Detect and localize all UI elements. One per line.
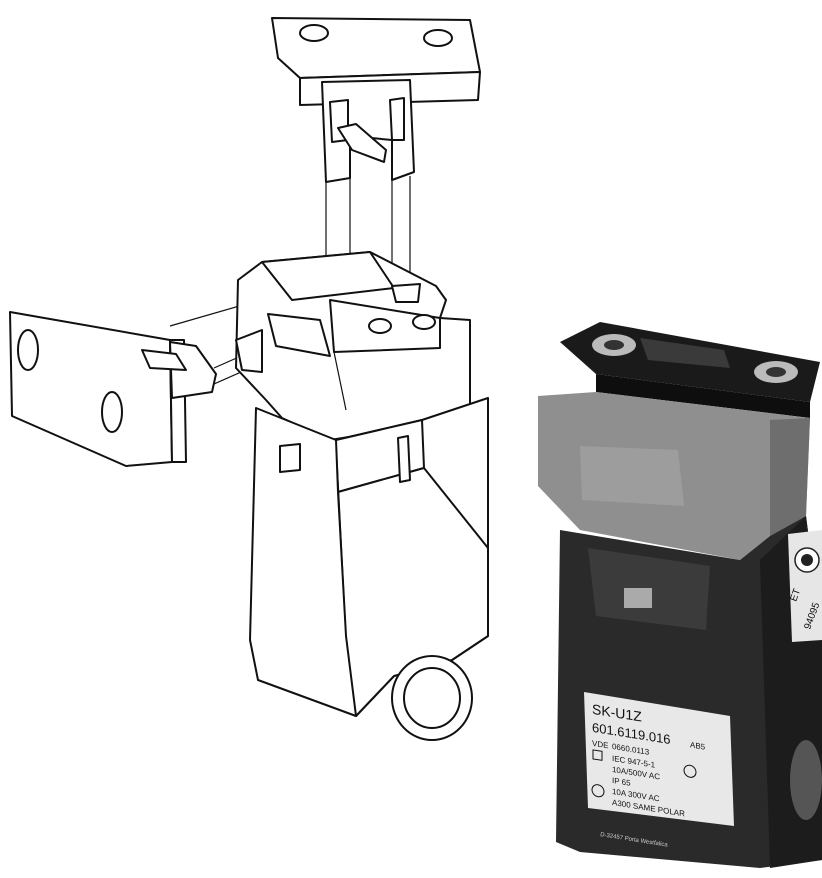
switch-head bbox=[235, 251, 471, 441]
actuator-rubber-pad bbox=[640, 338, 730, 368]
cable-entry-photo bbox=[790, 740, 822, 820]
actuator-screw-socket bbox=[604, 340, 624, 350]
switch-body bbox=[249, 397, 489, 741]
switch-head-photo bbox=[538, 392, 810, 560]
actuator-screw-socket bbox=[766, 367, 786, 377]
positive-opening-icon bbox=[683, 764, 697, 778]
label-revision: AB5 bbox=[690, 740, 706, 751]
top-actuator bbox=[271, 17, 481, 183]
head-screw bbox=[368, 318, 392, 334]
double-insulation-icon bbox=[592, 749, 603, 761]
product-photo: ET 94095 SK-U1Z 601.6119.016 AB5 VDE 066… bbox=[538, 322, 822, 868]
mount-hole bbox=[101, 391, 123, 433]
label-ip: IP 65 bbox=[612, 776, 631, 788]
label-model: SK-U1Z bbox=[592, 701, 642, 725]
mount-hole bbox=[17, 329, 39, 371]
label-vde-prefix: VDE bbox=[592, 739, 609, 751]
mount-hole bbox=[423, 29, 453, 47]
side-label-line1: ET bbox=[788, 587, 803, 603]
side-label: ET 94095 bbox=[788, 530, 822, 642]
head-screw bbox=[412, 314, 436, 330]
line-drawing bbox=[9, 17, 489, 741]
ul-mark-icon bbox=[591, 784, 605, 798]
cable-entry-thread bbox=[403, 667, 461, 729]
side-actuator bbox=[9, 311, 217, 467]
mount-hole bbox=[299, 24, 329, 42]
actuator-slot bbox=[624, 588, 652, 608]
top-actuator-photo bbox=[560, 322, 820, 418]
